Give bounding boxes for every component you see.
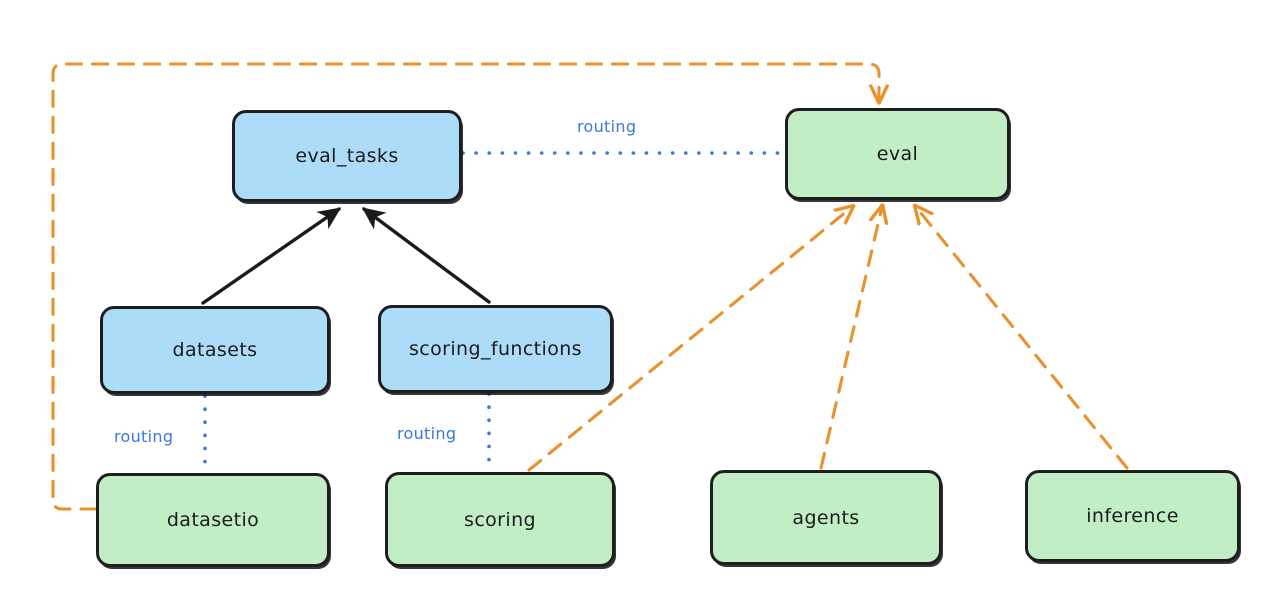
node-label: agents [792,506,860,529]
node-datasets[interactable]: datasets [100,306,330,394]
edge-datasetio-to-eval [51,62,879,511]
node-label: eval [876,143,919,165]
node-label: eval_tasks [295,145,399,167]
node-scoring[interactable]: scoring [385,472,615,567]
node-scoring_functions[interactable]: scoring_functions [378,305,613,393]
node-inference[interactable]: inference [1025,470,1240,562]
node-eval[interactable]: eval [785,108,1010,200]
node-label: inference [1086,505,1179,527]
node-label: scoring_functions [409,338,582,360]
node-datasetio[interactable]: datasetio [96,473,330,567]
edge-label-routing-eval_tasks-eval: routing [577,117,637,136]
edge-agents-to-eval [819,207,882,470]
edge-label-routing-scoring_functions-scoring: routing [397,424,457,443]
edge-scoring_functions-to-eval_tasks [361,207,491,304]
edge-scoring-to-eval [527,207,852,472]
node-label: scoring [464,508,536,531]
node-agents[interactable]: agents [710,470,942,565]
edge-label-routing-datasets-datasetio: routing [114,427,174,446]
node-label: datasetio [166,509,260,531]
edge-datasets-to-eval_tasks [201,207,342,305]
edge-inference-to-eval [916,207,1129,470]
node-eval_tasks[interactable]: eval_tasks [232,110,462,202]
node-label: datasets [172,339,258,361]
